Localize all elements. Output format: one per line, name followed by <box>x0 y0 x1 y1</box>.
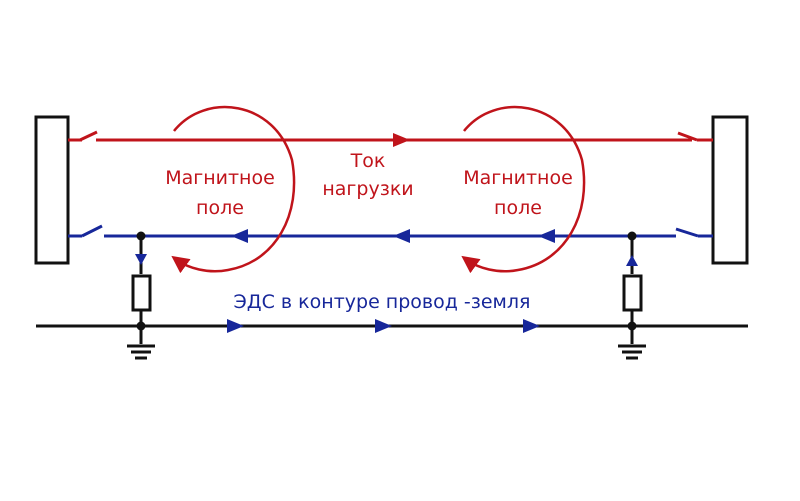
earth-arrow-mid <box>375 319 392 333</box>
red-conductor <box>68 130 713 147</box>
earth-arrow-left <box>227 319 244 333</box>
red-current-arrow <box>393 133 410 147</box>
blue-current-arrow-mid <box>393 229 410 243</box>
blue-current-arrow-right <box>538 229 555 243</box>
left-bottom-switch <box>81 224 103 238</box>
left-grounding-branch <box>127 236 155 360</box>
right-top-switch <box>677 131 698 142</box>
left-resistor <box>131 274 152 312</box>
magnetic-field-right-line1: Магнитное <box>463 167 573 189</box>
left-ground-symbol <box>127 344 155 360</box>
right-resistor <box>622 274 643 312</box>
left-magnetic-field-loop <box>171 105 296 274</box>
right-grounding-branch <box>618 236 646 360</box>
load-current-line2: нагрузки <box>322 178 413 200</box>
magnetic-field-left-line1: Магнитное <box>165 167 275 189</box>
right-equipment-box <box>711 115 749 265</box>
right-magnetic-field-loop <box>461 105 586 274</box>
left-equipment-box <box>34 115 70 265</box>
blue-current-arrow-left <box>231 229 248 243</box>
right-bottom-switch <box>675 227 699 238</box>
emf-loop-label: ЭДС в контуре провод -земля <box>234 291 531 313</box>
right-ground-symbol <box>618 344 646 360</box>
load-current-line1: Ток <box>350 150 386 172</box>
earth-arrow-right <box>523 319 540 333</box>
magnetic-field-left-line2: поле <box>196 197 244 219</box>
blue-conductor <box>68 224 713 243</box>
magnetic-field-right-line2: поле <box>494 197 542 219</box>
left-top-switch <box>79 130 98 142</box>
